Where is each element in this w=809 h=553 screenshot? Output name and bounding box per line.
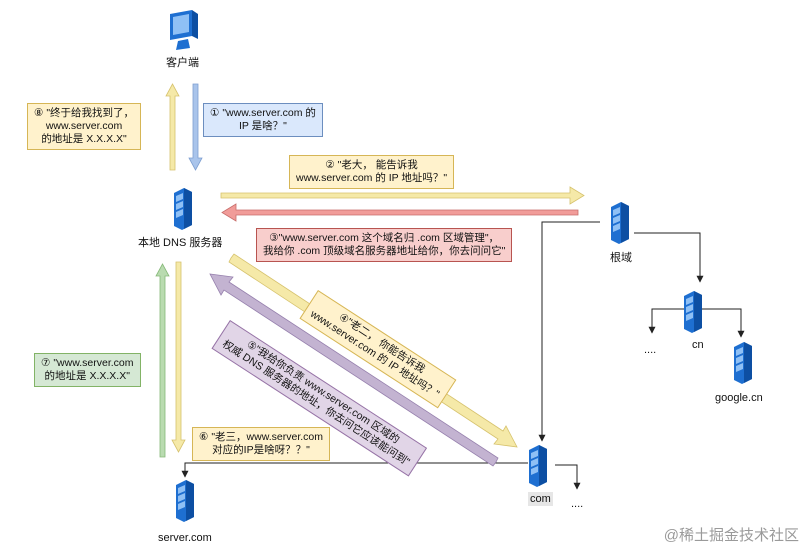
google-cn-label: google.cn (715, 392, 763, 404)
desktop-monitor-icon (170, 10, 198, 50)
cn-more-line (648, 308, 683, 334)
com-branch-line (555, 464, 581, 490)
arrow-step6 (171, 261, 186, 453)
message-step1-line1: ① "www.server.com 的 (210, 107, 316, 119)
com-label: com (528, 492, 553, 506)
cn-label: cn (692, 339, 704, 351)
message-step8-line3: 的地址是 X.X.X.X" (41, 133, 127, 145)
arrow-step2 (220, 186, 585, 205)
message-step7: ⑦ "www.server.com 的地址是 X.X.X.X" (34, 353, 141, 387)
server-tower-icon (529, 445, 547, 487)
arrow-step5 (209, 273, 499, 467)
root-to-cn-line (634, 232, 704, 283)
message-step3-line2: 我给你 .com 顶级域名服务器地址给你，你去问问它" (263, 245, 506, 257)
com-to-server-line (181, 462, 528, 478)
message-step8: ⑧ "终于给我找到了， www.server.com 的地址是 X.X.X.X" (27, 103, 142, 150)
message-step2-line2: www.server.com 的 IP 地址吗？" (296, 172, 448, 184)
com-more-label: .... (571, 498, 584, 510)
message-step3: ③"www.server.com 这个域名归 .com 区域管理"， 我给你 .… (256, 228, 513, 262)
server-com-label: server.com (158, 532, 212, 544)
message-step8-line1: ⑧ "终于给我找到了， (34, 107, 135, 119)
watermark: @稀土掘金技术社区 (663, 527, 799, 544)
server-tower-icon (176, 480, 194, 522)
cn-more-label: .... (644, 344, 657, 356)
message-step1: ① "www.server.com 的 IP 是啥？" (203, 103, 323, 137)
server-tower-icon (684, 291, 702, 333)
root-to-com-line (538, 221, 600, 442)
message-step1-line2: IP 是啥？" (239, 120, 287, 132)
client-label: 客户端 (166, 57, 199, 69)
arrow-step3 (221, 203, 579, 222)
server-tower-icon (734, 342, 752, 384)
message-step6-line2: 对应的IP是啥呀？？" (212, 444, 310, 456)
message-step6-line1: ⑥ "老三，www.server.com (199, 431, 323, 443)
message-step2: ② "老大， 能告诉我 www.server.com 的 IP 地址吗？" (289, 155, 455, 189)
server-tower-icon (611, 202, 629, 244)
root-label: 根域 (610, 252, 632, 264)
message-step3-line1: ③"www.server.com 这个域名归 .com 区域管理"， (269, 232, 500, 244)
arrow-step1 (188, 83, 203, 171)
message-step7-line1: ⑦ "www.server.com (41, 357, 134, 369)
message-step2-line1: ② "老大， 能告诉我 (325, 159, 418, 171)
arrow-step8 (165, 83, 180, 171)
local-dns-label: 本地 DNS 服务器 (138, 237, 223, 249)
message-step7-line2: 的地址是 X.X.X.X" (44, 370, 130, 382)
message-step8-line2: www.server.com (45, 120, 123, 132)
arrow-step7 (155, 263, 170, 458)
server-tower-icon (174, 188, 192, 230)
message-step6: ⑥ "老三，www.server.com 对应的IP是啥呀？？" (192, 427, 330, 461)
